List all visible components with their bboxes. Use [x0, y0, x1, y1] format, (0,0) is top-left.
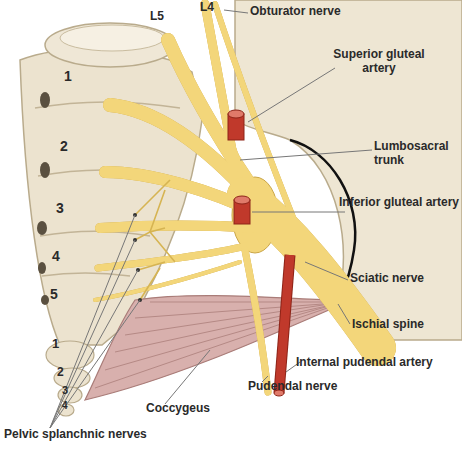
splanchnic-branch — [150, 228, 175, 262]
vertebral-disc — [60, 25, 164, 51]
leader-line — [224, 10, 248, 13]
pudendal-nerve — [245, 250, 268, 392]
nerve-outline — [100, 226, 260, 228]
anatomy-label: Lumbosacral trunk — [374, 140, 462, 168]
coccygeus-muscle — [85, 296, 338, 400]
segment-number: 5 — [50, 286, 58, 302]
nerve-outline — [245, 250, 268, 392]
coccygeal-segment — [58, 387, 82, 403]
splanchnic-branch — [140, 268, 160, 300]
nerves — [95, 4, 378, 392]
anatomy-label: Ischial spine — [352, 318, 424, 332]
sacral-foramina — [37, 92, 50, 305]
anatomy-label: L5 — [150, 10, 164, 24]
sacral-foramen — [40, 162, 50, 178]
anatomy-label: Internal pudendal artery — [296, 356, 433, 370]
anatomy-label: Pelvic splanchnic nerves — [4, 428, 147, 442]
leader-line — [50, 215, 135, 428]
anatomy-label: Superior gluteal artery — [318, 48, 440, 76]
segment-number: 2 — [60, 138, 68, 154]
internal-pudendal-artery — [274, 255, 290, 396]
splanchnic-dots — [133, 213, 142, 302]
anatomy-label: Inferior gluteal artery — [338, 196, 460, 210]
splanchnic-branches — [135, 180, 175, 300]
sacral-ridge — [40, 232, 150, 237]
artery-body — [279, 255, 290, 393]
anatomy-label: Obturator nerve — [250, 5, 341, 19]
artery-end — [228, 110, 244, 118]
leader-line — [248, 68, 335, 122]
leader-line — [252, 212, 345, 213]
striation — [125, 303, 336, 335]
artery-outline — [279, 255, 290, 393]
nerve-outlines — [95, 4, 378, 392]
segment-number: 3 — [56, 200, 64, 216]
anatomy-label: Sciatic nerve — [350, 272, 424, 286]
muscle-striations — [95, 302, 336, 388]
segment-number: 4 — [52, 248, 60, 264]
sacral-foramen — [41, 295, 49, 305]
leader-line — [165, 350, 210, 404]
striation — [95, 305, 336, 388]
sacral-foramen — [37, 221, 47, 235]
l5-vertebral-body — [45, 23, 175, 67]
sacral-ridge — [42, 273, 130, 276]
segment-number: 2 — [57, 366, 64, 380]
leader-line — [240, 150, 372, 160]
leader-line — [50, 300, 140, 428]
segment-number: 3 — [62, 384, 68, 397]
sacral-ridges — [35, 102, 180, 276]
sacral-foramen — [40, 92, 50, 108]
segment-number: 1 — [64, 68, 72, 84]
striation — [150, 302, 336, 303]
splanchnic-branch — [138, 262, 165, 270]
segment-number: 4 — [62, 400, 68, 412]
leader-line — [50, 240, 135, 428]
leader-line — [305, 262, 348, 280]
leader-line — [338, 304, 350, 324]
s3-root — [100, 226, 260, 228]
striation — [115, 304, 336, 352]
leader-line — [50, 270, 138, 428]
anatomy-label: Pudendal nerve — [248, 380, 337, 394]
sacral-foramen — [38, 262, 46, 274]
superior-gluteal-artery — [228, 110, 244, 140]
inferior-gluteal-artery — [234, 196, 250, 224]
segment-number: 1 — [52, 337, 59, 352]
anatomy-label: L4 — [200, 1, 214, 15]
artery-end — [234, 196, 250, 204]
anatomy-label: Coccygeus — [146, 402, 210, 416]
splanchnic-branch — [135, 180, 170, 215]
